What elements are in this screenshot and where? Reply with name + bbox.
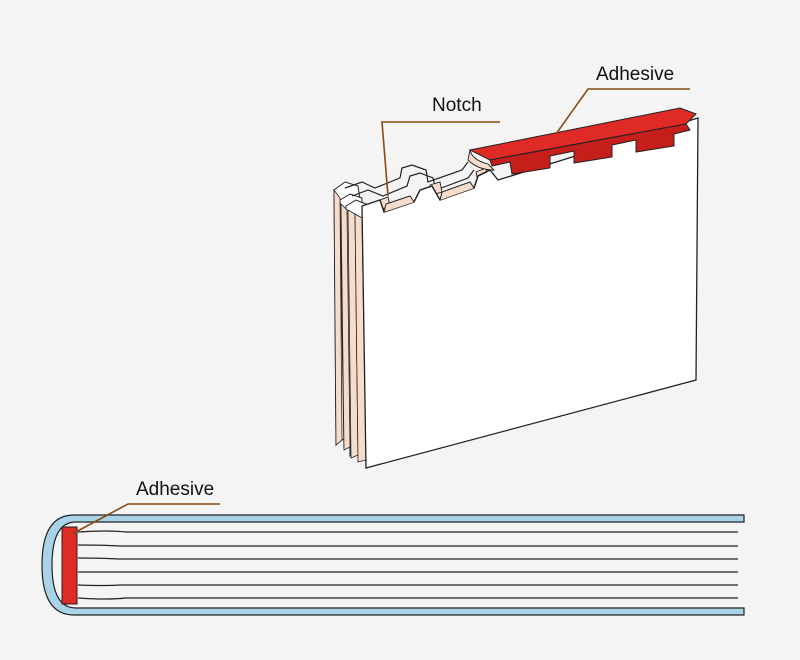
adhesive-bottom-callout: Adhesive [71, 479, 220, 535]
notched-edge [351, 169, 475, 197]
adhesive-bottom-label: Adhesive [136, 479, 214, 500]
adhesive-strip [467, 107, 697, 175]
notch-leader-line [381, 121, 500, 197]
page-line [77, 530, 738, 533]
front-page-notch [379, 169, 491, 213]
page-edge [340, 203, 351, 451]
adhesive-top-leader-line [555, 88, 690, 135]
page-stack [333, 117, 699, 469]
notched-edge [439, 181, 475, 201]
notch-label: Notch [432, 95, 482, 116]
book-cross-section [41, 514, 745, 616]
book-cover [41, 514, 745, 616]
page-line [77, 597, 738, 600]
adhesive-bottom-leader-line [71, 503, 220, 535]
notched-edge [344, 161, 469, 189]
spine-adhesive [61, 526, 78, 605]
adhesive-curl [467, 149, 496, 171]
page-line [77, 544, 738, 547]
notched-edge [383, 195, 415, 213]
page-edge [333, 188, 343, 446]
adhesive-top-label: Adhesive [596, 64, 674, 85]
adhesive-top-face [468, 107, 697, 161]
adhesive-top-callout: Adhesive [555, 64, 690, 135]
notch-callout: Notch [381, 95, 500, 197]
adhesive-front-face [489, 123, 691, 175]
page-line [77, 584, 738, 587]
page-line [77, 557, 738, 560]
